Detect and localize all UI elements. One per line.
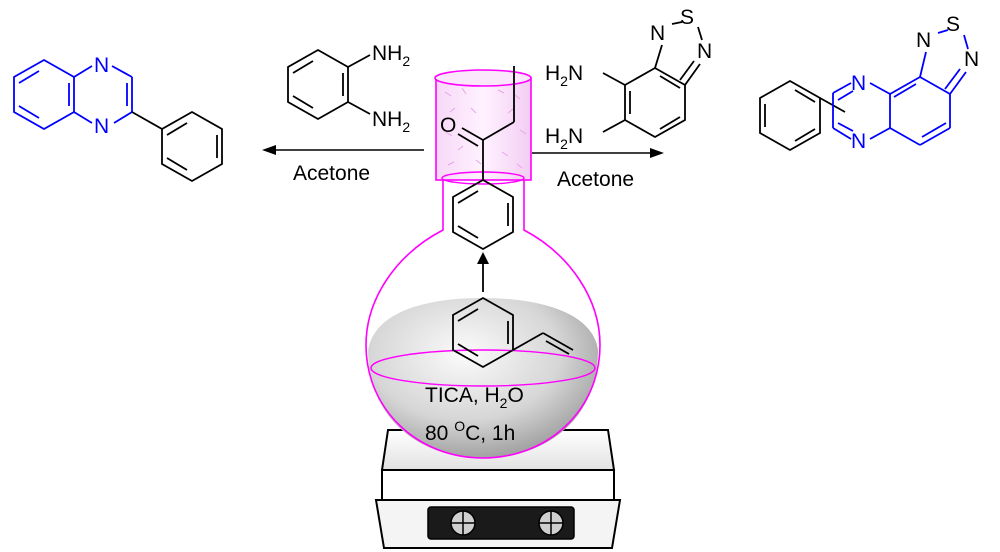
right-solvent: Acetone xyxy=(557,168,634,191)
condition-line-1: TICA, H2O xyxy=(425,384,524,411)
btd-n-right: N xyxy=(697,40,712,63)
btd-amine-bottom: H2N xyxy=(545,125,583,152)
arrow-right xyxy=(532,148,664,158)
flask-liquid xyxy=(368,298,598,458)
arrow-up xyxy=(477,252,489,292)
neck-texture xyxy=(444,87,527,169)
round-bottom-flask xyxy=(365,69,601,459)
arrow-left xyxy=(262,145,424,155)
amine-bottom: NH2 xyxy=(372,108,410,135)
btd-amine-top: H2N xyxy=(545,62,583,89)
phenyl-substituent-left xyxy=(131,110,223,183)
intermediate-structure xyxy=(452,66,515,251)
fused-btd-s: S xyxy=(946,13,960,36)
fused-btd-n-right: N xyxy=(964,48,979,71)
quinoxaline-product xyxy=(13,58,133,131)
condition-line-2: 80 OC, 1h xyxy=(425,418,515,445)
fused-quinoxaline-product xyxy=(832,29,969,146)
styrene-structure xyxy=(452,296,574,369)
fused-n-bottom: N xyxy=(851,130,866,153)
knob-right[interactable] xyxy=(538,510,564,536)
left-solvent: Acetone xyxy=(293,162,370,185)
fused-n-top: N xyxy=(851,72,866,95)
phenylenediamine-structure xyxy=(287,48,371,121)
hot-plate xyxy=(374,429,622,549)
flask-mouth xyxy=(434,69,532,87)
btd-n-left: N xyxy=(650,22,665,45)
quinoxaline-n1: N xyxy=(94,54,109,77)
quinoxaline-n4: N xyxy=(94,115,109,138)
btd-s: S xyxy=(680,6,694,29)
liquid-surface xyxy=(370,349,596,387)
flask-outline xyxy=(365,178,601,459)
amine-top: NH2 xyxy=(372,42,410,69)
knob-left[interactable] xyxy=(450,510,476,536)
diaminobenzothiadiazole-structure xyxy=(602,21,703,139)
fused-btd-n-left: N xyxy=(916,29,931,52)
oxygen-atom: O xyxy=(440,114,456,137)
hot-plate-body xyxy=(381,469,615,501)
phenyl-substituent-right xyxy=(759,79,846,152)
